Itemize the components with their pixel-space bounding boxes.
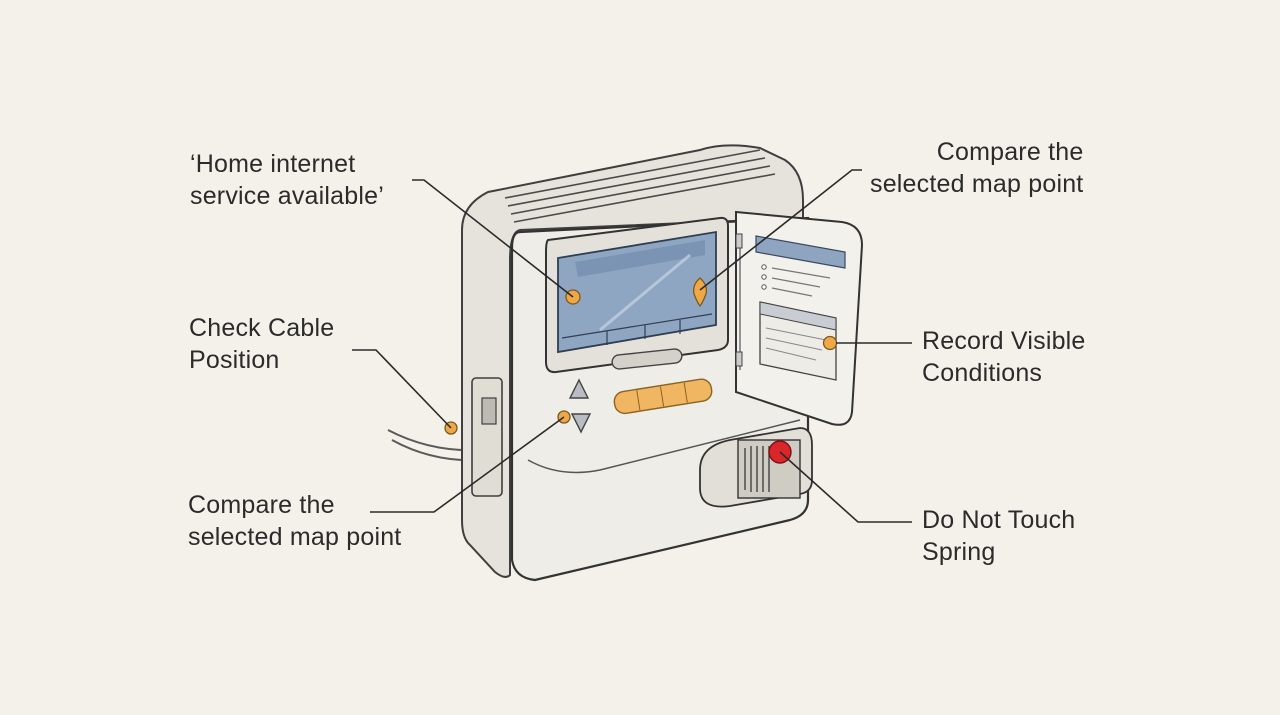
callout-text: service available’ <box>190 182 384 210</box>
leader-line-home <box>412 179 574 298</box>
callout-text: selected map point <box>188 523 402 551</box>
door-hinge <box>735 351 743 367</box>
card-slot <box>611 348 683 370</box>
vent-slots <box>504 149 776 223</box>
marker-dot <box>822 335 838 351</box>
callout-text: Do Not Touch <box>922 506 1076 534</box>
door-card-lines <box>765 327 827 361</box>
side-port-panel <box>471 377 503 497</box>
leader-line-compare-top <box>699 169 862 291</box>
callout-text: Conditions <box>922 359 1043 387</box>
callout-record-conditions: Record Visible Conditions <box>922 325 1086 389</box>
leader-lines <box>352 169 912 523</box>
screen-softkeys <box>561 313 713 345</box>
callout-text: Record Visible <box>922 327 1086 355</box>
callout-compare-top: Compare the selected map point <box>870 136 1083 200</box>
door-text-lines <box>771 267 831 297</box>
callout-check-cable: Check Cable Position <box>189 312 334 376</box>
callout-text: Compare the <box>188 491 335 519</box>
callout-text: Compare the <box>936 138 1084 166</box>
callout-text: Position <box>189 346 280 374</box>
callout-text: selected map point <box>870 170 1084 198</box>
door-hinge <box>735 233 743 249</box>
leader-line-compare-bottom <box>370 416 565 513</box>
callout-text: Check Cable <box>189 314 335 342</box>
callout-text: Spring <box>922 538 996 566</box>
leader-line-cable <box>352 349 452 429</box>
callout-compare-bottom: Compare the selected map point <box>188 489 401 553</box>
device-side <box>461 144 804 578</box>
up-arrow-button-icon <box>568 378 590 399</box>
map-pin-icon <box>692 277 708 308</box>
ethernet-port <box>481 397 497 425</box>
callout-home-internet: ‘Home internet service available’ <box>190 148 384 212</box>
down-arrow-button-icon <box>570 413 592 434</box>
orange-keypad <box>613 378 713 415</box>
door-checklist <box>761 264 767 290</box>
callout-do-not-touch: Do Not Touch Spring <box>922 504 1075 568</box>
callout-text: ‘Home internet <box>190 150 356 178</box>
leader-line-spring <box>779 451 912 523</box>
